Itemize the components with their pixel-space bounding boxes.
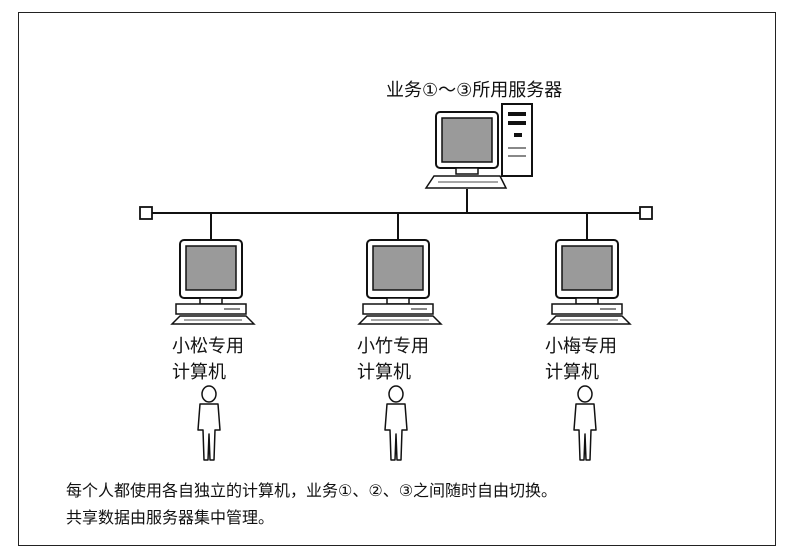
- server-computer-icon: [424, 103, 533, 189]
- desktop-computer-icon: [358, 239, 442, 325]
- network-terminator-icon: [639, 206, 653, 220]
- server-label: 业务①～③所用服务器: [386, 80, 563, 101]
- description-line-2: 共享数据由服务器集中管理。: [66, 508, 275, 527]
- person-icon: [197, 385, 221, 461]
- workstation-label-komatsu: 小松专用 计算机: [172, 336, 244, 383]
- workstation-label-koume: 小梅专用 计算机: [545, 336, 617, 383]
- diagram-frame: [18, 12, 776, 546]
- network-terminator-icon: [139, 206, 153, 220]
- desktop-computer-icon: [171, 239, 255, 325]
- person-icon: [573, 385, 597, 461]
- person-icon: [384, 385, 408, 461]
- workstation-label-kotake: 小竹专用 计算机: [357, 336, 429, 383]
- description-line-1: 每个人都使用各自独立的计算机，业务①、②、③之间随时自由切换。: [66, 481, 558, 500]
- desktop-computer-icon: [547, 239, 631, 325]
